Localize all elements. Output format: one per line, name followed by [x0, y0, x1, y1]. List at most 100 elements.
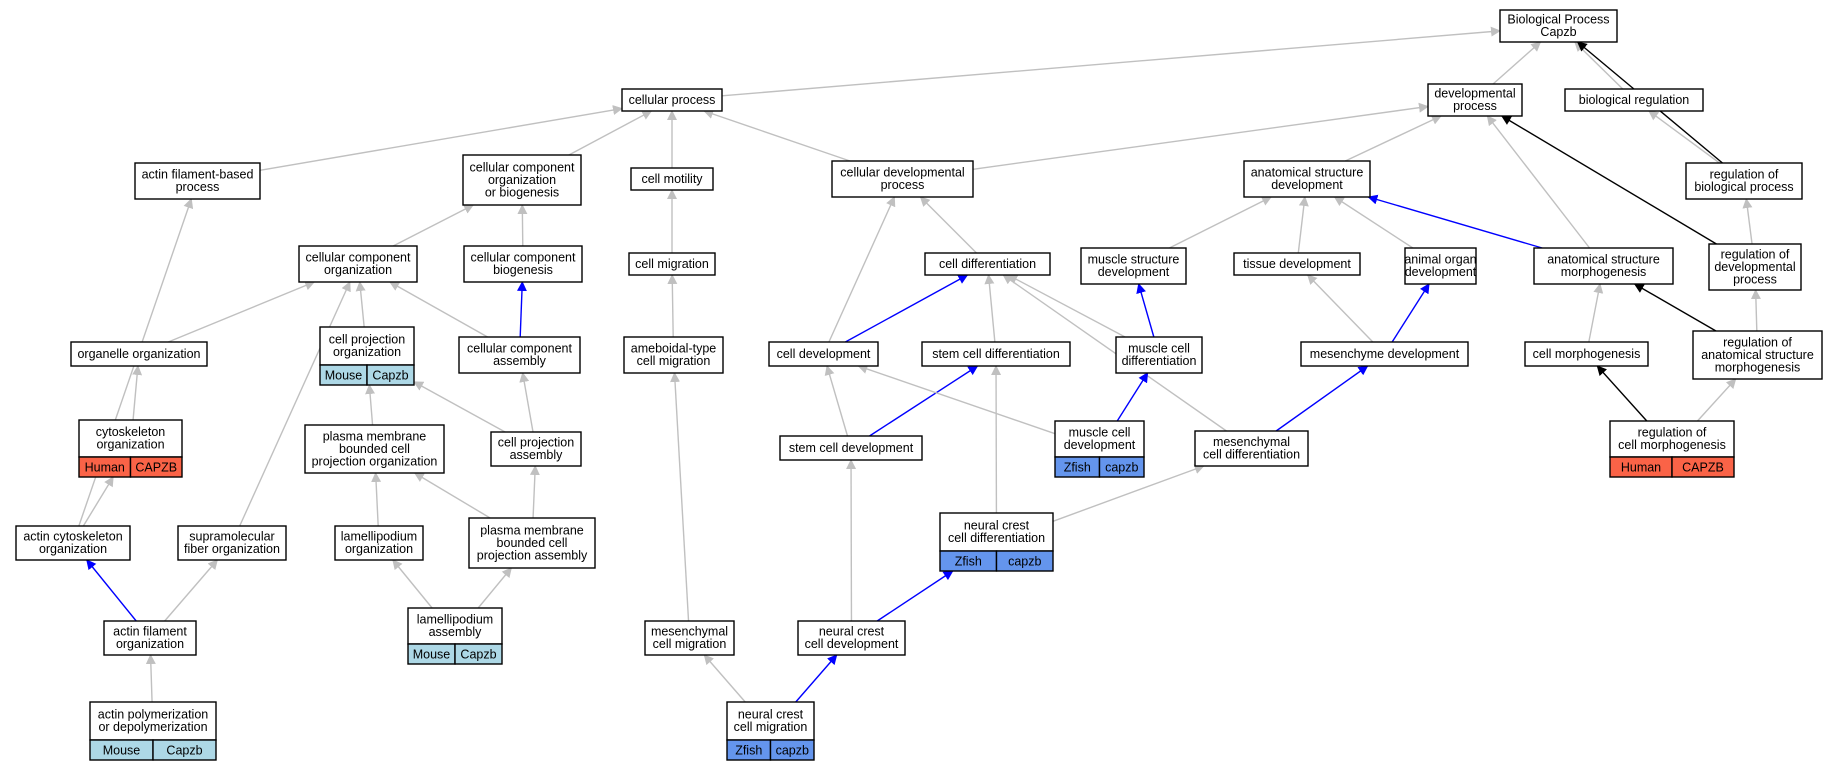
node-label-line: plasma membrane: [480, 523, 584, 537]
go-term-node-tdev[interactable]: tissue development: [1233, 252, 1361, 276]
edge-ccob-to-cp: [568, 110, 653, 156]
node-box: [1243, 160, 1371, 198]
go-term-node-scdiff[interactable]: stem cell differentiation: [921, 341, 1071, 367]
go-term-node-oorg[interactable]: organelle organization: [70, 341, 208, 367]
node-box: [628, 252, 716, 276]
node-label-line: biological regulation: [1579, 93, 1690, 107]
node-box: [939, 512, 1054, 552]
species-tag-label: Mouse: [103, 744, 141, 758]
edge-mcdiff-to-cdiff: [1007, 274, 1126, 338]
edge-sfo-to-cco: [239, 281, 351, 527]
node-label-line: mesenchymal: [651, 625, 728, 639]
node-label-line: biological process: [1694, 180, 1793, 194]
gene-tag: [152, 739, 217, 761]
node-label-line: process: [1453, 99, 1497, 113]
node-label-line: or depolymerization: [98, 720, 207, 734]
edge-afo-to-aco: [86, 559, 137, 622]
node-label-line: cell migration: [637, 354, 711, 368]
node-label-line: development: [1405, 265, 1477, 279]
edge-cdiff-to-cdp: [919, 196, 977, 254]
edge-mcdiff-to-msd: [1136, 283, 1155, 338]
node-box: [797, 620, 906, 656]
go-term-node-cmorph[interactable]: cell morphogenesis: [1524, 341, 1649, 367]
edge-mescm-to-acm: [670, 372, 690, 622]
gene-tag: [366, 364, 415, 386]
node-box: [1692, 330, 1823, 380]
go-term-node-cdiff[interactable]: cell differentiation: [924, 252, 1051, 276]
node-label-line: mesenchyme development: [1310, 347, 1460, 361]
go-term-node-cdev[interactable]: cell development: [768, 341, 879, 367]
edge-oorg-to-cco: [167, 280, 316, 343]
node-label-line: organization: [324, 263, 392, 277]
node-label-line: actin polymerization: [98, 708, 209, 722]
edge-tdev-to-asd: [1297, 196, 1309, 254]
node-label-line: cellular component: [470, 160, 575, 174]
node-box: [644, 620, 735, 656]
node-box: [407, 607, 503, 645]
node-box: [1564, 88, 1704, 112]
node-box: [319, 326, 415, 366]
node-label-line: regulation of: [1638, 426, 1707, 440]
go-term-node-cmot[interactable]: cell motility: [630, 167, 714, 191]
edge-cpa-to-cca: [519, 372, 534, 433]
node-label-line: cell motility: [641, 172, 703, 186]
node-label-line: supramolecular: [189, 530, 274, 544]
edge-lama-to-pmbcpa: [477, 567, 512, 609]
go-term-node-cmig[interactable]: cell migration: [628, 252, 716, 276]
node-label-line: tissue development: [1243, 257, 1351, 271]
node-box: [490, 431, 582, 467]
go-term-node-mdev[interactable]: mesenchyme development: [1300, 341, 1469, 367]
go-term-node-cp[interactable]: cellular process: [621, 88, 723, 112]
node-label-line: regulation of: [1723, 335, 1792, 349]
node-label-line: plasma membrane: [323, 429, 427, 443]
edge-mcdev-to-mcdiff: [1116, 372, 1149, 422]
node-label-line: development: [1064, 438, 1136, 452]
go-term-node-breg[interactable]: biological regulation: [1564, 88, 1704, 112]
node-label-line: Capzb: [1540, 25, 1576, 39]
node-label-line: cytoskeleton: [96, 425, 166, 439]
edge-mescd-to-mdev: [1275, 365, 1369, 432]
go-term-node-scdev[interactable]: stem cell development: [779, 435, 923, 461]
node-label-line: morphogenesis: [1561, 265, 1646, 279]
edge-mcdev-to-cdev: [857, 364, 1056, 435]
node-label-line: anatomical structure: [1547, 253, 1660, 267]
node-label-line: actin filament-based: [142, 168, 254, 182]
edge-aod-to-asd: [1333, 196, 1414, 249]
gene-tag: [995, 550, 1054, 572]
